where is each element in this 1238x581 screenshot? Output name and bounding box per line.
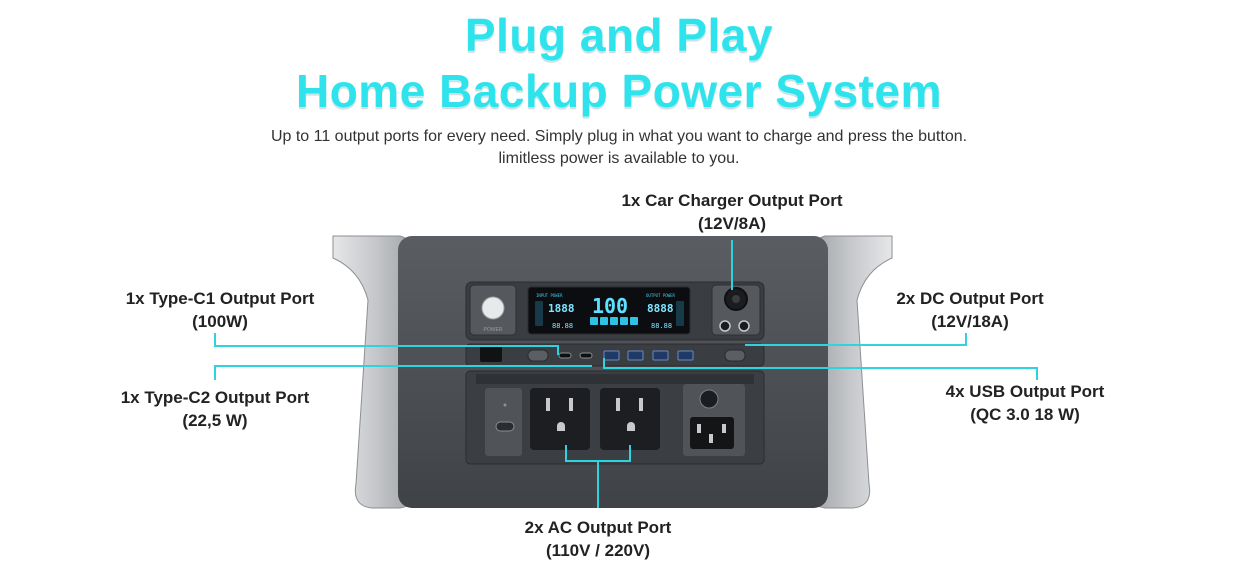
lcd-output-value: 8888 — [647, 302, 674, 315]
callout-usb-spec: (QC 3.0 18 W) — [970, 405, 1080, 424]
callout-type-c2-title: 1x Type-C2 Output Port — [120, 388, 310, 407]
lcd-right-icons — [676, 301, 684, 326]
callout-ac-title: 2x AC Output Port — [524, 518, 672, 537]
title-line-1: Plug and Play — [464, 9, 774, 61]
usb-port-3[interactable] — [652, 350, 669, 361]
callout-type-c2-spec: (22,5 W) — [182, 411, 248, 430]
type-c1-port[interactable] — [558, 352, 572, 359]
lcd-battery-bars — [590, 317, 638, 325]
lcd-small-right: 88.88 — [651, 322, 672, 330]
mode-button-left[interactable] — [527, 349, 549, 362]
callout-car-charger: 1x Car Charger Output Port (12V/8A) — [588, 189, 876, 235]
ac-outlet-1[interactable] — [530, 388, 590, 450]
callout-usb: 4x USB Output Port (QC 3.0 18 W) — [910, 380, 1140, 426]
callout-dc-spec: (12V/18A) — [931, 312, 1009, 331]
lcd-center-value: 100 — [592, 294, 628, 318]
callout-type-c1-title: 1x Type-C1 Output Port — [125, 289, 315, 308]
lcd-small-left: 88.88 — [552, 322, 573, 330]
mode-button-right[interactable] — [724, 349, 746, 362]
ac-input-socket[interactable] — [690, 417, 734, 449]
fuse-holder[interactable] — [699, 389, 719, 409]
callout-lines — [214, 240, 1038, 508]
power-button[interactable] — [481, 296, 505, 320]
title-line-2: Home Backup Power System — [295, 65, 942, 117]
callout-ac: 2x AC Output Port (110V / 220V) — [480, 516, 716, 562]
callout-car-charger-spec: (12V/8A) — [697, 214, 767, 233]
lcd-input-label: INPUT POWER — [536, 293, 563, 298]
dc-port-1[interactable] — [719, 320, 731, 332]
lcd-screen — [527, 286, 691, 335]
usb-port-1[interactable] — [603, 350, 620, 361]
ac-outlet-2[interactable] — [600, 388, 660, 450]
callout-ac-spec: (110V / 220V) — [546, 541, 650, 560]
ac-toggle-button[interactable] — [495, 421, 515, 432]
lcd-input-value: 1888 — [548, 302, 575, 315]
usb-port-2[interactable] — [627, 350, 644, 361]
usb-port-4[interactable] — [677, 350, 694, 361]
callout-type-c2: 1x Type-C2 Output Port (22,5 W) — [85, 386, 345, 432]
callout-car-charger-title: 1x Car Charger Output Port — [621, 191, 843, 210]
dc-port-2[interactable] — [738, 320, 750, 332]
callout-type-c1-spec: (100W) — [192, 312, 248, 331]
power-label: POWER — [484, 327, 503, 333]
lcd-output-label: OUTPUT POWER — [646, 293, 675, 298]
callout-dc: 2x DC Output Port (12V/18A) — [860, 287, 1080, 333]
callout-type-c1: 1x Type-C1 Output Port (100W) — [90, 287, 350, 333]
power-switch-left[interactable] — [480, 346, 502, 362]
callout-dc-title: 2x DC Output Port — [896, 289, 1044, 308]
subtitle-line-2: limitless power is available to you. — [498, 150, 740, 167]
lcd-left-icons — [535, 301, 543, 326]
callout-usb-title: 4x USB Output Port — [945, 382, 1105, 401]
subtitle-line-1: Up to 11 output ports for every need. Si… — [270, 128, 968, 145]
type-c2-port[interactable] — [579, 352, 593, 359]
